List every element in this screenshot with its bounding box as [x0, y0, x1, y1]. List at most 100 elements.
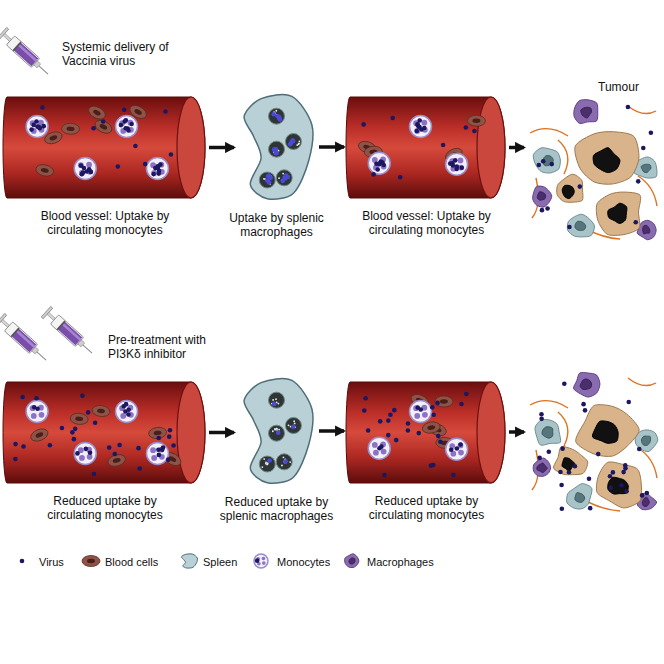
blood-vessel: [3, 97, 205, 198]
virus-particle: [112, 452, 117, 457]
flow-arrow: [209, 146, 234, 150]
virus-particle: [136, 446, 141, 451]
monocyte-body: [146, 158, 168, 180]
tumour-label: Tumour: [596, 80, 641, 94]
fibril: [628, 106, 656, 114]
virus-particle: [84, 447, 89, 452]
virus-particle: [166, 457, 171, 462]
stromal-nucleus: [641, 164, 651, 172]
virus-particle: [169, 152, 174, 157]
virus-particle: [70, 430, 75, 435]
virus-particle: [116, 164, 121, 169]
monocyte: [446, 153, 468, 175]
node-shape: [528, 78, 660, 243]
macrophage-speck: [293, 420, 295, 422]
virus-particle: [640, 493, 645, 498]
virus-particle: [129, 122, 134, 127]
virus-particle: [567, 470, 572, 475]
flow-arrow: [509, 146, 524, 150]
blood-cell-body: [91, 404, 110, 417]
macrophage-body: [269, 108, 285, 124]
virus-particle: [459, 165, 464, 170]
virus-particle: [379, 444, 384, 449]
blood-cell-centre: [153, 430, 161, 435]
node-shape: [348, 380, 505, 485]
syringe: [0, 27, 53, 79]
virus-particle: [277, 115, 282, 120]
virus-particle: [448, 161, 453, 166]
macrophage-speck: [263, 178, 265, 180]
virus-particle: [537, 456, 542, 461]
virus-particle: [596, 452, 601, 457]
macrophage-speck: [289, 461, 291, 463]
virus-particle: [101, 119, 106, 124]
node-shape: [348, 95, 505, 200]
blood-cell-body: [35, 163, 55, 178]
monocyte: [26, 116, 48, 138]
blood-cell: [29, 427, 50, 444]
tumour-cell: [576, 405, 639, 457]
virus-particle: [406, 421, 411, 426]
tumour-nucleus: [592, 421, 618, 443]
monocyte: [146, 158, 168, 180]
spleen-outline: [244, 95, 313, 200]
macrophage: [276, 170, 292, 186]
macrophage-speck: [276, 428, 278, 430]
virus-particle: [363, 396, 368, 401]
virus-particle: [464, 392, 469, 397]
macrophage: [259, 456, 275, 472]
virus-particle: [418, 407, 423, 412]
macrophage-nucleus: [581, 107, 592, 118]
blood-vessel: [346, 382, 505, 483]
macrophage: [269, 425, 285, 441]
virus-particle: [20, 395, 25, 400]
virus-particle: [539, 412, 544, 417]
virus-particle: [291, 424, 296, 429]
macrophage-body: [259, 456, 275, 472]
virus-particle: [60, 426, 65, 431]
virus-particle: [626, 400, 631, 405]
monocyte: [146, 443, 168, 465]
virus-particle: [386, 433, 391, 438]
virus-particle: [624, 489, 629, 494]
monocyte-lobe: [373, 450, 379, 456]
blood-cell: [86, 104, 107, 122]
virus-particle: [79, 163, 84, 168]
flow-arrow: [509, 430, 524, 434]
macrophage-speck: [267, 463, 269, 465]
tumour-nucleus: [593, 148, 620, 173]
tumour-macrophage: [533, 186, 552, 207]
virus-particle: [392, 408, 397, 413]
virus-particle: [283, 459, 288, 464]
syringe: [0, 313, 51, 365]
fibril: [628, 378, 656, 386]
monocyte-body: [116, 401, 138, 423]
virus-particle: [361, 122, 366, 127]
virus-particle: [573, 464, 578, 469]
tumour-macrophage: [574, 100, 598, 124]
node-shape: [238, 376, 315, 486]
virus-particle: [81, 170, 86, 175]
virus-particle: [126, 408, 131, 413]
virus-particle: [438, 439, 443, 444]
monocyte-lobe: [31, 413, 37, 419]
tumour-cell: [557, 174, 583, 202]
virus-particle: [546, 449, 551, 454]
virus-particle: [274, 147, 279, 152]
legend-text: Spleen: [203, 556, 237, 568]
blood-cell: [148, 426, 167, 439]
blood-vessel: [346, 97, 505, 198]
tumour-macrophage: [574, 373, 600, 398]
virus-particle: [122, 108, 127, 113]
virus-particle: [48, 443, 53, 448]
virus-particle: [641, 146, 646, 151]
blood-cell: [93, 118, 114, 136]
virus-particle: [35, 406, 40, 411]
tumour-macrophage: [637, 493, 656, 509]
virus-particle: [441, 143, 446, 148]
legend-item: Macrophages: [342, 553, 434, 570]
virus-particle: [611, 470, 616, 475]
virus-particle: [539, 417, 544, 422]
macrophage-body: [269, 141, 285, 157]
legend-swatch: [80, 553, 102, 570]
